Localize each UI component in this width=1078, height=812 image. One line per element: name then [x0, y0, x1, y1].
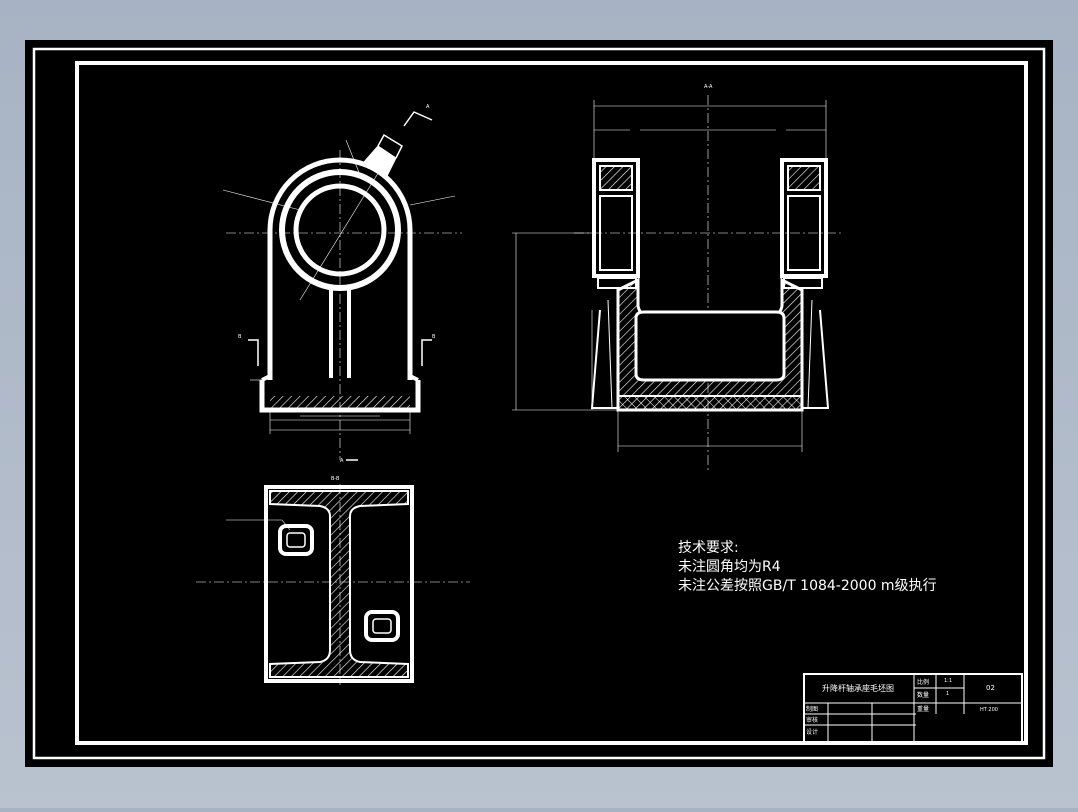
technical-notes: 技术要求: 未注圆角均为R4 未注公差按照GB/T 1084-2000 m级执行: [678, 540, 937, 594]
section-aa-view: [512, 95, 842, 470]
notes-title: 技术要求:: [678, 540, 739, 556]
section-aa-label: A-A: [704, 84, 713, 90]
qty-label: 数量: [917, 691, 929, 699]
notes-line-1: 未注圆角均为R4: [678, 559, 781, 575]
title-block-text: 升降杆轴承座毛坯图 比例 1:1 数量 1 重量 HT 200 02 制图 审核…: [806, 678, 998, 736]
front-view: [222, 111, 462, 461]
checked-label: 审核: [806, 716, 818, 724]
title-block: [803, 673, 1023, 743]
part-name: 升降杆轴承座毛坯图: [822, 683, 894, 693]
weight-label: 重量: [917, 705, 929, 713]
inner-border: [75, 61, 1028, 745]
view-label-b-left: B: [238, 334, 242, 340]
view-label-a-bottom: A: [340, 458, 344, 464]
drawing-sheet: [25, 40, 1053, 767]
qty-value: 1: [946, 691, 949, 697]
outer-border: [32, 47, 1046, 760]
scale-label: 比例: [917, 678, 929, 686]
view-label-b-right: B: [432, 334, 436, 340]
notes-line-2: 未注公差按照GB/T 1084-2000 m级执行: [678, 578, 937, 594]
design-label: 设计: [806, 728, 818, 736]
material: HT 200: [980, 707, 998, 713]
drawn-label: 制图: [806, 705, 818, 713]
drawing-number: 02: [986, 684, 995, 692]
view-label-a-top: A: [426, 104, 430, 110]
section-bb-label: B-B: [331, 476, 340, 482]
scale-value: 1:1: [944, 678, 952, 684]
section-bb-view: [196, 484, 470, 685]
